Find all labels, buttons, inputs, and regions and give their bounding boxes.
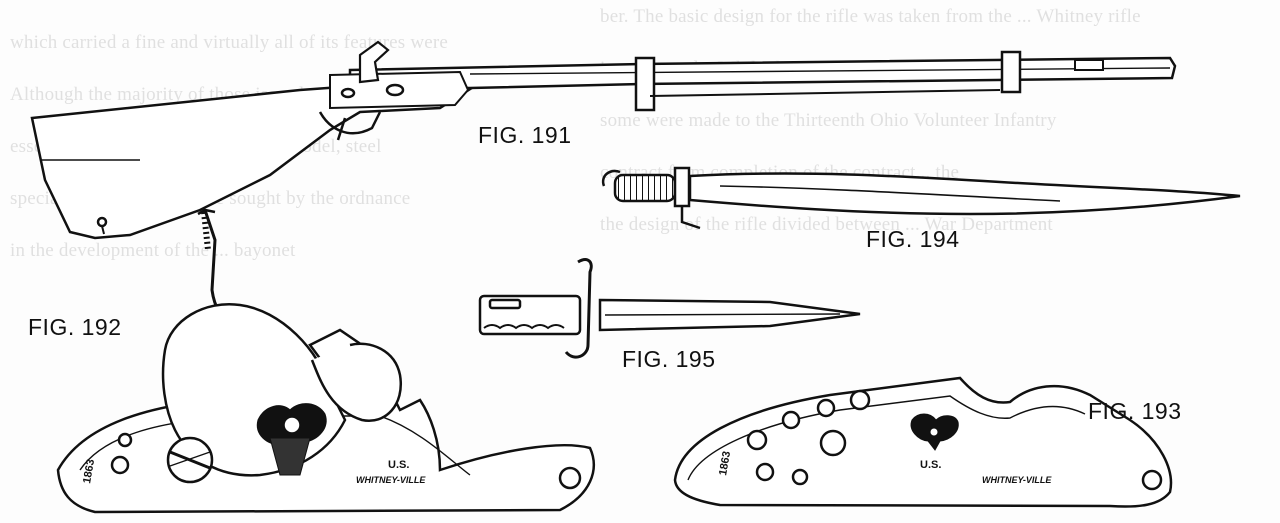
caption-fig-195: FIG. 195 xyxy=(622,346,716,372)
lockplate-192-line2: WHITNEY-VILLE xyxy=(356,475,426,485)
lockplate-193-line2: WHITNEY-VILLE xyxy=(982,475,1052,485)
lockplate-192-year: 1863 xyxy=(81,458,97,484)
caption-fig-193: FIG. 193 xyxy=(1088,398,1182,424)
sword-bayonet-figure-194 xyxy=(601,166,1241,230)
background-text-line: ber. The basic design for the rifle was … xyxy=(600,6,1141,27)
background-text-line: in the development of the ... bayonet xyxy=(10,240,296,261)
background-text-line: some were made to the Thirteenth Ohio Vo… xyxy=(600,110,1057,131)
caption-fig-192: FIG. 192 xyxy=(28,314,122,340)
lockplate-figure-193 xyxy=(673,376,1173,508)
rifle-figure-191 xyxy=(30,40,1177,240)
lockplate-193-year: 1863 xyxy=(717,450,733,476)
lockplate-193-line1: U.S. xyxy=(920,459,941,471)
knife-bayonet-figure-195 xyxy=(478,258,861,359)
lock-figure-192 xyxy=(56,208,595,514)
lockplate-192-line1: U.S. xyxy=(388,459,409,471)
caption-fig-191: FIG. 191 xyxy=(478,122,572,148)
background-text-line: which carried a fine and virtually all o… xyxy=(10,32,449,53)
background-text-line: the design of the rifle divided between … xyxy=(600,214,1053,235)
caption-fig-194: FIG. 194 xyxy=(866,226,960,252)
